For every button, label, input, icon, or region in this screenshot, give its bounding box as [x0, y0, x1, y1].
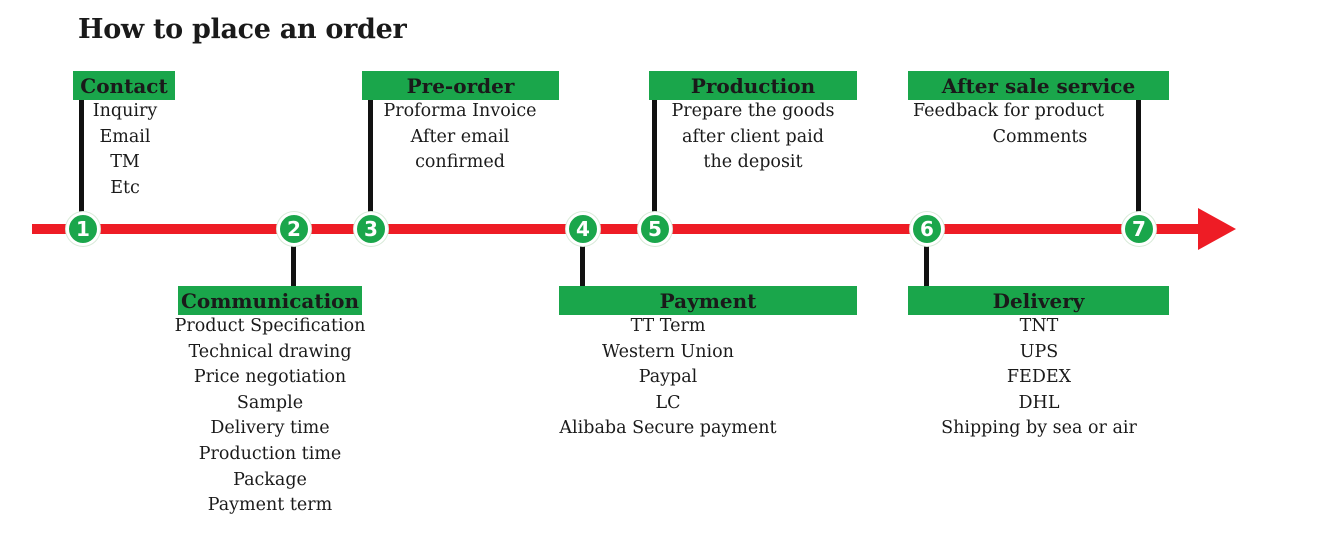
step-4-stem — [580, 240, 585, 288]
list-item: Shipping by sea or air — [941, 418, 1137, 439]
list-item: LC — [655, 392, 681, 413]
list-item: Technical drawing — [188, 341, 352, 362]
list-item: Prepare the goods — [671, 101, 835, 121]
list-item: TM — [110, 152, 140, 173]
step-2-header: Communication — [178, 286, 362, 315]
step-2-items: Product Specification Technical drawing … — [160, 314, 380, 519]
list-item: Alibaba Secure payment — [559, 418, 777, 439]
list-item: Payment term — [207, 495, 333, 516]
list-item: After email — [410, 126, 510, 147]
list-item: Western Union — [602, 341, 734, 362]
step-4-items: TT Term Western Union Paypal LC Alibaba … — [538, 314, 798, 442]
list-item: Inquiry — [92, 101, 158, 121]
list-item: Proforma Invoice — [383, 101, 537, 121]
page-title: How to place an order — [78, 14, 407, 45]
list-item: TT Term — [630, 316, 706, 336]
step-6-items: TNT UPS FEDEX DHL Shipping by sea or air — [919, 314, 1159, 442]
list-item: Product Specification — [174, 316, 366, 336]
step-3-stem — [368, 97, 373, 217]
step-7-node: 7 — [1122, 212, 1156, 246]
step-5-items: Prepare the goods after client paid the … — [658, 99, 848, 176]
list-item: the deposit — [703, 152, 803, 173]
list-item: Feedback for product — [913, 101, 1105, 121]
list-item: FEDEX — [1006, 367, 1072, 388]
list-item: Price negotiation — [193, 367, 347, 388]
step-6-stem — [924, 240, 929, 288]
step-1-header: Contact — [73, 71, 175, 100]
list-item: DHL — [1018, 392, 1060, 413]
step-1-node: 1 — [66, 212, 100, 246]
list-item: Package — [233, 469, 307, 490]
step-2-stem — [291, 240, 296, 288]
step-1-items: Inquiry Email TM Etc — [85, 99, 165, 201]
timeline-arrowhead — [1198, 208, 1236, 250]
list-item: Sample — [236, 392, 304, 413]
step-4-node: 4 — [566, 212, 600, 246]
step-6-node: 6 — [910, 212, 944, 246]
list-item: UPS — [1019, 341, 1059, 362]
list-item: Email — [99, 126, 151, 147]
list-item: Paypal — [638, 367, 698, 388]
step-3-node: 3 — [354, 212, 388, 246]
step-5-stem — [652, 97, 657, 217]
step-5-header: Production — [649, 71, 857, 100]
step-2-node: 2 — [277, 212, 311, 246]
step-7-items: Feedback for product Comments — [900, 99, 1180, 150]
list-item: confirmed — [415, 152, 505, 173]
list-item: Production time — [198, 443, 342, 464]
step-1-stem — [79, 97, 84, 217]
step-6-header: Delivery — [908, 286, 1169, 315]
list-item: TNT — [1019, 316, 1059, 336]
timeline-line — [32, 224, 1204, 234]
step-7-stem — [1136, 97, 1141, 217]
step-3-header: Pre-order — [362, 71, 559, 100]
step-7-header: After sale service — [908, 71, 1169, 100]
list-item: after client paid — [682, 126, 824, 147]
step-3-items: Proforma Invoice After email confirmed — [370, 99, 550, 176]
list-item: Etc — [110, 177, 140, 198]
list-item: Comments — [992, 126, 1088, 147]
step-4-header: Payment — [559, 286, 857, 315]
list-item: Delivery time — [210, 418, 330, 439]
step-5-node: 5 — [638, 212, 672, 246]
